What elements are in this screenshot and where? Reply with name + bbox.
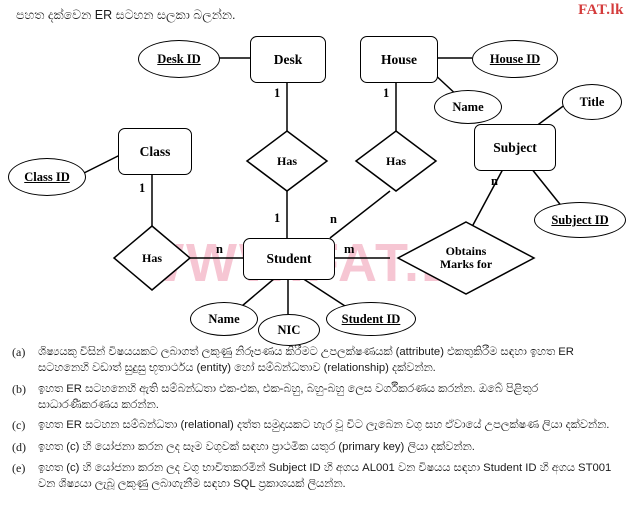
entity-student: Student bbox=[243, 238, 335, 280]
attribute-student-id-label: Student ID bbox=[341, 311, 401, 326]
attribute-house-name: Name bbox=[434, 90, 502, 124]
relationship-obtains-marks-for: Obtains Marks for bbox=[418, 240, 514, 276]
cardinality-student-marks: m bbox=[344, 242, 355, 256]
relationship-has-class-student: Has bbox=[120, 245, 184, 271]
entity-class: Class bbox=[118, 128, 192, 175]
cardinality-student-desk: 1 bbox=[274, 211, 281, 225]
entity-student-label: Student bbox=[266, 251, 312, 266]
attribute-house-name-label: Name bbox=[452, 99, 484, 114]
question-item-a: (a) ශිෂ්‍යයකු විසින් විෂයයකට ලබාගත් ලකුණ… bbox=[12, 344, 624, 376]
attribute-nic-label: NIC bbox=[277, 322, 301, 337]
entity-subject: Subject bbox=[474, 124, 556, 171]
entity-desk: Desk bbox=[250, 36, 326, 83]
entity-house-label: House bbox=[380, 51, 417, 67]
attribute-student-name-label: Name bbox=[208, 311, 240, 326]
question-text-d: ඉහත (c) හි යෝජනා කරන ලද සෑම වගුවක් සඳහා … bbox=[38, 440, 475, 453]
question-label-a: (a) bbox=[12, 345, 26, 359]
question-list: (a) ශිෂ්‍යයකු විසින් විෂයයකට ලබාගත් ලකුණ… bbox=[12, 344, 624, 497]
question-label-e: (e) bbox=[12, 461, 26, 476]
cardinality-desk-side: 1 bbox=[274, 86, 281, 100]
question-label-c: (c) bbox=[12, 418, 26, 433]
question-text-a: ශිෂ්‍යයකු විසින් විෂයයකට ලබාගත් ලකුණු නි… bbox=[38, 346, 574, 375]
relationship-has-desk-student-label: Has bbox=[276, 153, 297, 168]
cardinality-student-house: n bbox=[330, 212, 337, 226]
question-text-c: ඉහත ER සටහන සම්බන්ධතා (relational) දත්ත … bbox=[38, 419, 610, 432]
site-watermark-corner: FAT.lk bbox=[578, 2, 624, 18]
er-diagram-connector-lines bbox=[77, 57, 567, 314]
cardinality-subject-marks: n bbox=[491, 174, 498, 188]
attribute-class-id: Class ID bbox=[8, 158, 86, 196]
question-intro-text: පහත දක්වෙන ER සටහන සලකා බලන්න. bbox=[16, 8, 236, 22]
attribute-nic: NIC bbox=[258, 314, 320, 346]
attribute-desk-id: Desk ID bbox=[138, 40, 220, 78]
attribute-title: Title bbox=[562, 84, 622, 120]
attribute-title-label: Title bbox=[579, 94, 605, 109]
entity-house: House bbox=[360, 36, 438, 83]
question-item-b: (b) ඉහත ER සටහනෙහි ඇති සම්බන්ධතා එක-එක, … bbox=[12, 381, 624, 413]
attribute-house-id: House ID bbox=[472, 40, 558, 78]
question-text-e: ඉහත (c) හි යෝජනා කරන ලද වගු භාවිතකරමින් … bbox=[38, 462, 612, 491]
question-item-c: (c) ඉහත ER සටහන සම්බන්ධතා (relational) ද… bbox=[12, 417, 624, 434]
entity-subject-label: Subject bbox=[493, 139, 537, 155]
entity-class-label: Class bbox=[139, 143, 171, 159]
relationship-has-house-student-label: Has bbox=[385, 153, 406, 168]
attribute-desk-id-label: Desk ID bbox=[157, 51, 201, 66]
attribute-student-name: Name bbox=[190, 302, 258, 336]
question-item-e: (e) ඉහත (c) හි යෝජනා කරන ලද වගු භාවිතකරම… bbox=[12, 460, 624, 492]
relationship-has-house-student: Has bbox=[364, 148, 428, 174]
attribute-class-id-label: Class ID bbox=[24, 169, 70, 184]
attribute-student-id: Student ID bbox=[326, 302, 416, 336]
er-diagram: Desk ID House ID Name Class ID Title Sub… bbox=[0, 26, 630, 346]
cardinality-student-class: n bbox=[216, 242, 223, 256]
entity-desk-label: Desk bbox=[273, 51, 303, 67]
relationship-has-class-student-label: Has bbox=[141, 250, 162, 265]
attribute-subject-id-label: Subject ID bbox=[551, 212, 609, 227]
relationship-obtains-marks-for-line2: Marks for bbox=[439, 257, 493, 271]
cardinality-class-side: 1 bbox=[139, 181, 146, 195]
relationship-obtains-marks-for-line1: Obtains bbox=[445, 244, 487, 259]
question-text-b: ඉහත ER සටහනෙහි ඇති සම්බන්ධතා එක-එක, එක-බ… bbox=[38, 382, 539, 411]
question-label-b: (b) bbox=[12, 381, 26, 396]
attribute-house-id-label: House ID bbox=[489, 51, 541, 66]
cardinality-house-side: 1 bbox=[383, 86, 390, 100]
question-item-d: (d) ඉහත (c) හි යෝජනා කරන ලද සෑම වගුවක් ස… bbox=[12, 439, 624, 456]
attribute-subject-id: Subject ID bbox=[534, 202, 626, 238]
relationship-has-desk-student: Has bbox=[255, 148, 319, 174]
question-label-d: (d) bbox=[12, 439, 26, 454]
